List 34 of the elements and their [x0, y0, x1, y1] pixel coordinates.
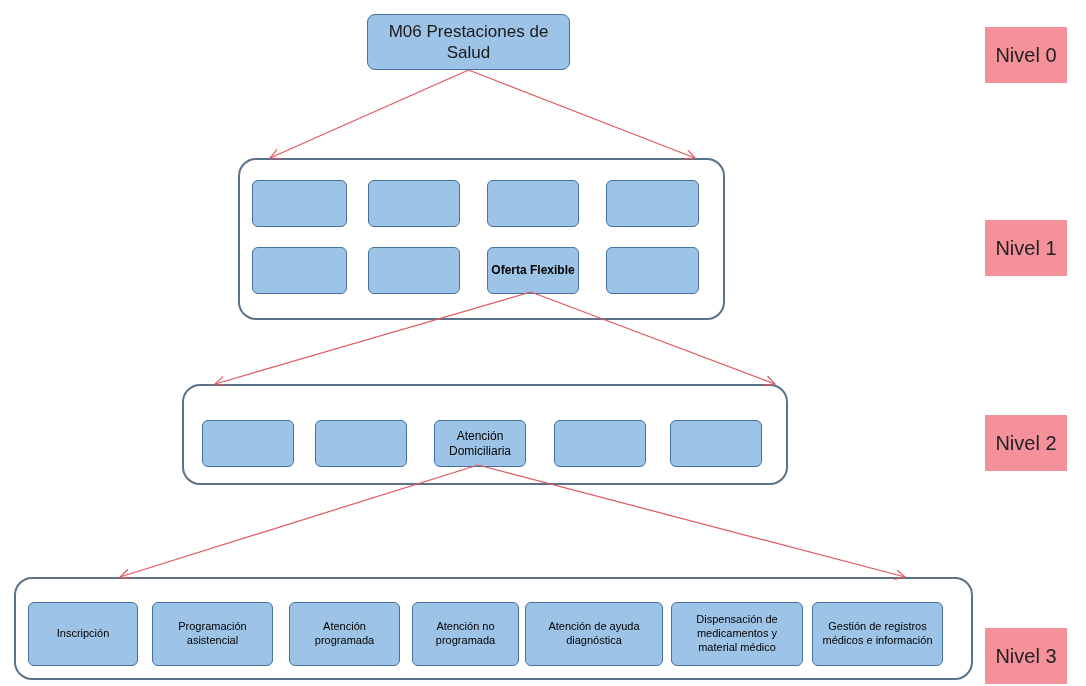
arrow	[269, 69, 470, 160]
process-box	[487, 180, 579, 227]
process-box	[252, 180, 347, 227]
level-label: Nivel 1	[985, 220, 1067, 276]
arrow	[214, 291, 532, 387]
arrow	[119, 464, 479, 580]
process-box: Oferta Flexible	[487, 247, 579, 294]
process-box: Atención Domiciliaria	[434, 420, 526, 467]
process-box: Atención no programada	[412, 602, 519, 666]
level-label: Nivel 0	[985, 27, 1067, 83]
process-box	[202, 420, 294, 467]
process-box: Atención programada	[289, 602, 400, 666]
group-panel	[182, 384, 788, 485]
arrow	[477, 464, 906, 580]
level-label: Nivel 3	[985, 628, 1067, 684]
process-box	[368, 180, 460, 227]
group-panel	[14, 577, 973, 680]
process-box	[670, 420, 762, 467]
process-box	[606, 180, 699, 227]
process-box: Atención de ayuda diagnóstica	[525, 602, 663, 666]
process-box	[606, 247, 699, 294]
process-box: Inscripción	[28, 602, 138, 666]
process-box: Programación asistencial	[152, 602, 273, 666]
arrow	[530, 291, 776, 386]
process-box	[554, 420, 646, 467]
process-box: Gestión de registros médicos e información	[812, 602, 943, 666]
process-box: M06 Prestaciones de Salud	[367, 14, 570, 70]
process-box	[315, 420, 407, 467]
process-box: Dispensación de medicamentos y material médico	[671, 602, 803, 666]
level-label: Nivel 2	[985, 415, 1067, 471]
process-box	[252, 247, 347, 294]
process-box	[368, 247, 460, 294]
arrow	[467, 69, 696, 160]
group-panel	[238, 158, 725, 320]
